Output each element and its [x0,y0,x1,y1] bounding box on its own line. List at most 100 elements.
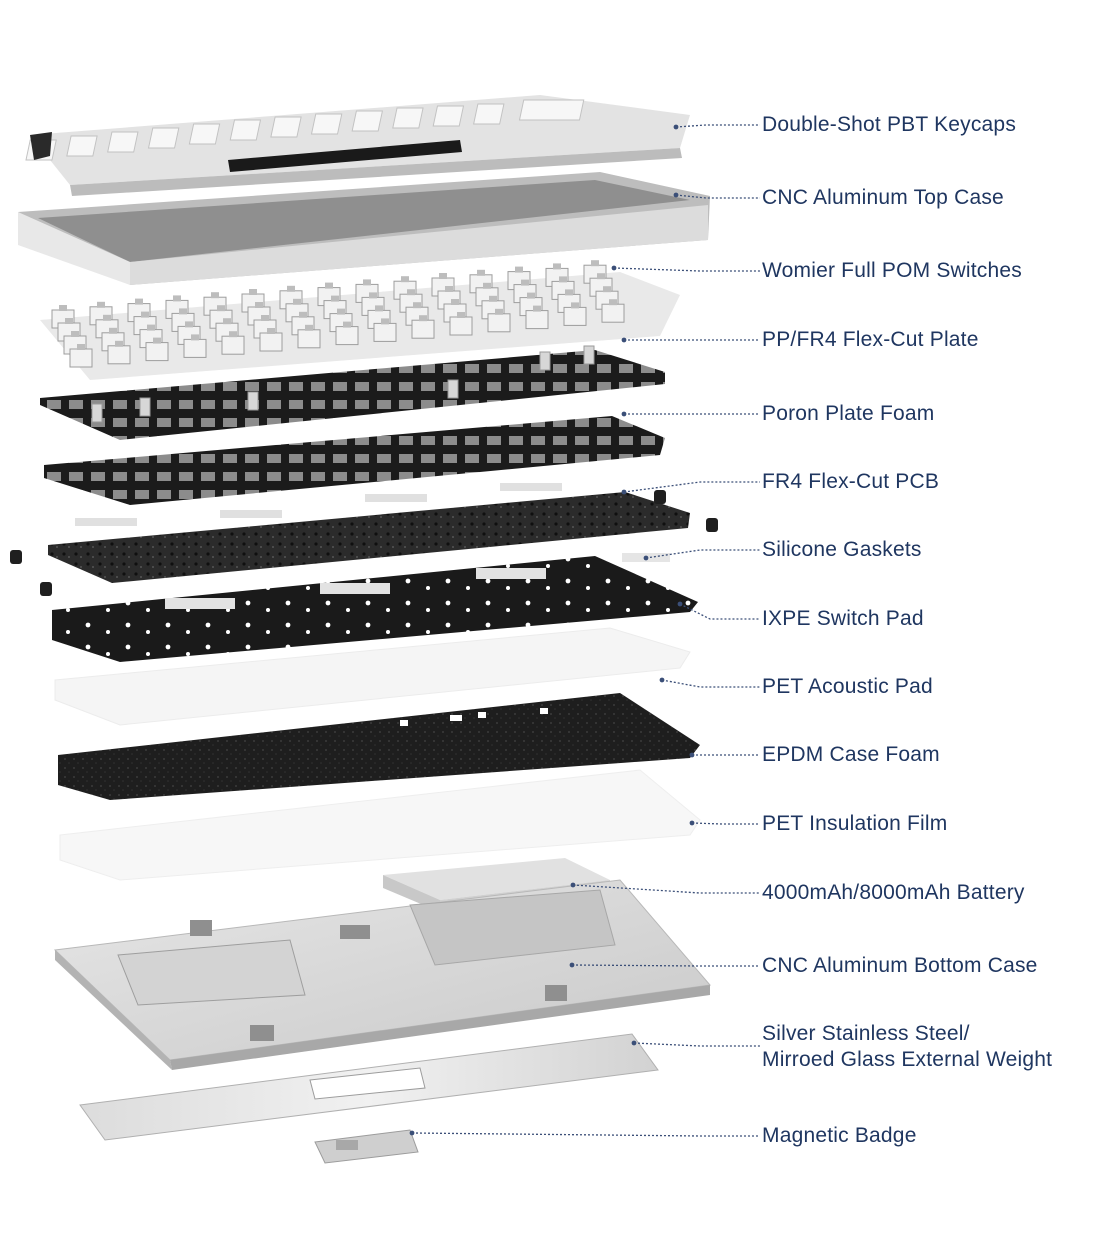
switch [259,332,283,352]
switch-stem [565,289,573,296]
label-external-weight-line1: Silver Stainless Steel/ [762,1022,970,1045]
leader-dot [659,677,665,683]
switch-stem [413,302,421,309]
leader-dot [631,1040,637,1046]
switch-stem [287,285,295,292]
insulation-film-layer [59,769,701,881]
leader-dot [570,882,576,888]
switch-stem [59,305,67,311]
leader-dot [689,752,695,758]
bottom-case-layer [53,879,711,1070]
switch-stem [211,292,219,299]
label-pcb: FR4 Flex-Cut PCB [762,470,940,493]
leader-dot [643,555,649,561]
switch-stem [559,276,567,283]
switch-stem [571,302,579,309]
switch-pad-layer [52,556,698,662]
leader-dot [611,265,617,271]
switch-stem [451,299,459,305]
switch-stem [173,295,181,302]
switch-stem [229,331,237,338]
switch-stem [527,292,535,299]
label-gaskets: Silicone Gaskets [762,538,922,561]
switch-stem [375,305,383,312]
switch-stem [185,321,193,328]
label-case-foam: EPDM Case Foam [762,743,940,766]
switch-stem [299,311,307,318]
switch-stem [533,305,541,312]
switch-stem [135,298,143,305]
switch [449,316,473,336]
leader-dot [409,1130,415,1136]
switch-stem [483,282,491,289]
switch [487,313,511,333]
switch-stem [109,327,117,334]
switch [373,322,397,342]
leader-dot [673,192,679,198]
leader-line [675,124,760,128]
label-acoustic-pad: PET Acoustic Pad [762,675,933,698]
switch-stem [147,324,155,331]
switch-stem [369,292,377,299]
label-external-weight-line2: Mirroed Glass External Weight [762,1048,1053,1071]
switch-stem [457,312,465,318]
leader-line [623,481,760,493]
switch-stem [261,315,269,321]
label-switch-pad: IXPE Switch Pad [762,607,924,630]
switch-stem [495,308,503,315]
switch-stem [439,273,447,279]
switch-stem [337,308,345,315]
switch [563,306,587,326]
switch-stem [591,260,599,267]
switch-stem [445,286,453,292]
label-plate-foam: Poron Plate Foam [762,402,935,425]
top-case-layer [18,172,710,285]
switch-stem [419,315,427,322]
switch-stem [249,289,257,295]
switch-stem [489,295,497,302]
switch [411,319,435,339]
switch-stem [381,318,389,325]
label-plate: PP/FR4 Flex-Cut Plate [762,328,979,351]
label-bottom-case: CNC Aluminum Bottom Case [762,954,1038,977]
switch-stem [65,318,73,324]
switch-stem [305,324,313,331]
switch-stem [77,344,85,350]
switch-stem [325,282,333,289]
switch [297,329,321,349]
leader-dot [689,820,695,826]
leader-lines [409,124,760,1137]
acoustic-pad-layer [54,627,691,726]
switch-stem [153,337,161,344]
switch [107,345,131,365]
plate-layer [40,345,665,440]
switch [335,326,359,346]
leader-line [411,1132,760,1137]
switches-layer [40,260,680,380]
switch-stem [217,305,225,312]
switch-stem [191,334,199,341]
label-insulation-film: PET Insulation Film [762,812,948,835]
switch-stem [293,298,301,305]
leader-dot [673,124,679,130]
case-foam-layer [58,693,700,800]
switch-stem [521,279,529,286]
switch-stem [267,328,275,334]
switch-stem [343,321,351,328]
label-top-case: CNC Aluminum Top Case [762,186,1004,209]
label-external-weight: Silver Stainless Steel/ Mirroed Glass Ex… [762,1021,1052,1073]
switch-stem [597,273,605,280]
leader-line [633,1042,760,1047]
switch-stem [609,299,617,306]
switch-stem [477,269,485,276]
leader-dot [677,601,683,607]
switch-stem [115,340,123,347]
switch-stem [515,266,523,273]
switch [221,335,245,355]
leader-line [613,267,760,272]
label-battery: 4000mAh/8000mAh Battery [762,881,1025,904]
switch-stem [603,286,611,293]
leader-line [691,822,760,825]
label-switches: Womier Full POM Switches [762,259,1022,282]
